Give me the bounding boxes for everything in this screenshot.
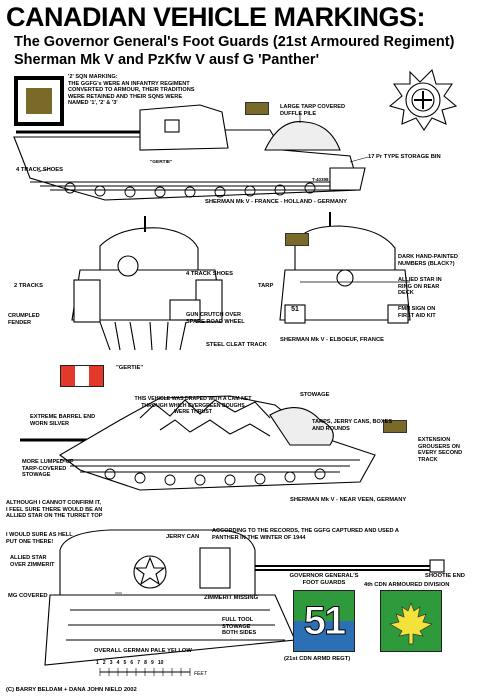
ggfg-insignia-sub: (21st CDN ARMD REGT) [284,656,351,662]
scale-tick: 7 [137,660,141,666]
subtitle-regiment: The Governor General's Foot Guards (21st… [14,34,455,50]
pale-yellow-note: OVERALL GERMAN PALE YELLOW [94,648,192,654]
scale-tick: 6 [130,660,134,666]
extension-grousers-note: EXTENSION GROUSERS ON EVERY SECOND TRACK [418,437,463,463]
sherman-front-view [71,216,223,351]
rear-tarp-note: TARP [258,283,274,289]
scale-tick: 8 [144,660,147,666]
four-track-shoes-note: 4 TRACK SHOES [186,271,234,277]
red-white-flag [60,365,104,387]
scale-tick: 2 [102,660,106,666]
tarp-note: LARGE TARP COVERED DUFFLE PILE [280,104,346,117]
olive-swatch-top [245,102,269,115]
gun-crutch-note: GUN CRUTCH OVER SPARE ROAD WHEEL [186,312,245,325]
sherman-camo-view [20,395,376,491]
scale-tick: 10 [157,660,164,666]
sherman-side-view [13,76,369,201]
dark-numbers-note: DARK HAND-PAINTED NUMBERS (BLACK?) [398,254,458,267]
stowage-note: STOWAGE [300,392,330,398]
sqn-marking-note: '2' SQN MARKING: THE GGFG's WERE AN INFA… [68,74,195,106]
division-insignia-title: 4th CDN ARMOURED DIVISION [364,582,450,588]
barrel-end-note: EXTREME BARREL END WORN SILVER [30,414,96,427]
division-formation-sign [380,590,442,652]
scale-tick: 3 [109,660,113,666]
credit-line: (C) BARRY BELDAM + DANA JOHN NIELD 2002 [6,687,137,693]
crumpled-fender-note: CRUMPLED FENDER [8,313,40,326]
two-tracks-note: 2 TRACKS [14,283,43,289]
scale-tick: 5 [123,660,127,666]
draped-note: THIS VEHICLE WAS DRAPED WITH A CAM NET T… [134,396,252,415]
caption-section2: SHERMAN Mk V - ELBOEUF, FRANCE [280,337,385,343]
scale-ticks: 1 2 3 4 5 6 7 8 9 10 [96,660,163,666]
zimmerit-missing-note: ZIMMERIT MISSING [204,595,259,601]
turret-star-note: ALTHOUGH I CANNOT CONFIRM IT, I FEEL SUR… [6,500,103,519]
jerry-can-note: JERRY CAN [166,534,200,540]
ggfg-insignia-title: GOVERNOR GENERAL'S FOOT GUARDS [289,573,359,586]
olive-swatch-middle [285,233,309,246]
olive-swatch-lower [383,420,407,433]
lumped-stowage-note: MORE LUMPED-UP TARP-COVERED STOWAGE [22,459,74,478]
hull-name-gertie: "GERTIE" [150,160,173,165]
subtitle-vehicles: Sherman Mk V and PzKfw V ausf G 'Panther… [14,52,320,68]
ggfg-number: 51 [303,598,347,643]
hull-serial: T-40398 [312,177,329,182]
ggfg-formation-sign: 51 [293,590,355,652]
scale-unit: FEET [194,671,207,677]
scale-tick: 1 [96,660,99,666]
records-note: ACCORDING TO THE RECORDS, THE GGFG CAPTU… [212,528,399,541]
page-title: CANADIAN VEHICLE MARKINGS: [6,2,426,32]
front-gertie-note: "GERTIE" [116,365,144,371]
storage-bin-note: 17 Pr TYPE STORAGE BIN [368,154,441,160]
sherman-rear-view [279,212,411,324]
tarps-note: TARPS, JERRY CANS, BOXES AND ROUNDS [312,419,393,432]
panther-side-view [44,529,445,676]
sure-as-hell-note: I WOULD SURE AS HELL PUT ONE THERE! [6,532,73,545]
ggfg-cap-badge [388,68,458,131]
scale-tick: 4 [116,660,120,666]
mg-covered-note: MG COVERED [8,593,48,599]
shootie-end-note: SHOOTIE END [425,573,465,579]
full-tool-note: FULL TOOL STOWAGE BOTH SIDES [222,617,257,636]
steel-cleat-note: STEEL CLEAT TRACK [206,342,267,348]
caption-section3: SHERMAN Mk V - NEAR VEEN, GERMANY [290,497,407,503]
caption-section1: SHERMAN Mk V - FRANCE - HOLLAND - GERMAN… [205,199,348,205]
rear-allied-star-note: ALLIED STAR IN RING ON REAR DECK [398,277,442,296]
scale-tick: 9 [151,660,154,666]
track-shoes-note: 4 TRACK SHOES [16,167,64,173]
fmn-sign-note: FMN SIGN ON FIRST AID KIT [398,306,436,319]
rear-number: 51 [291,306,299,313]
allied-star-zimmerit-note: ALLIED STAR OVER ZIMMERIT [10,555,55,568]
